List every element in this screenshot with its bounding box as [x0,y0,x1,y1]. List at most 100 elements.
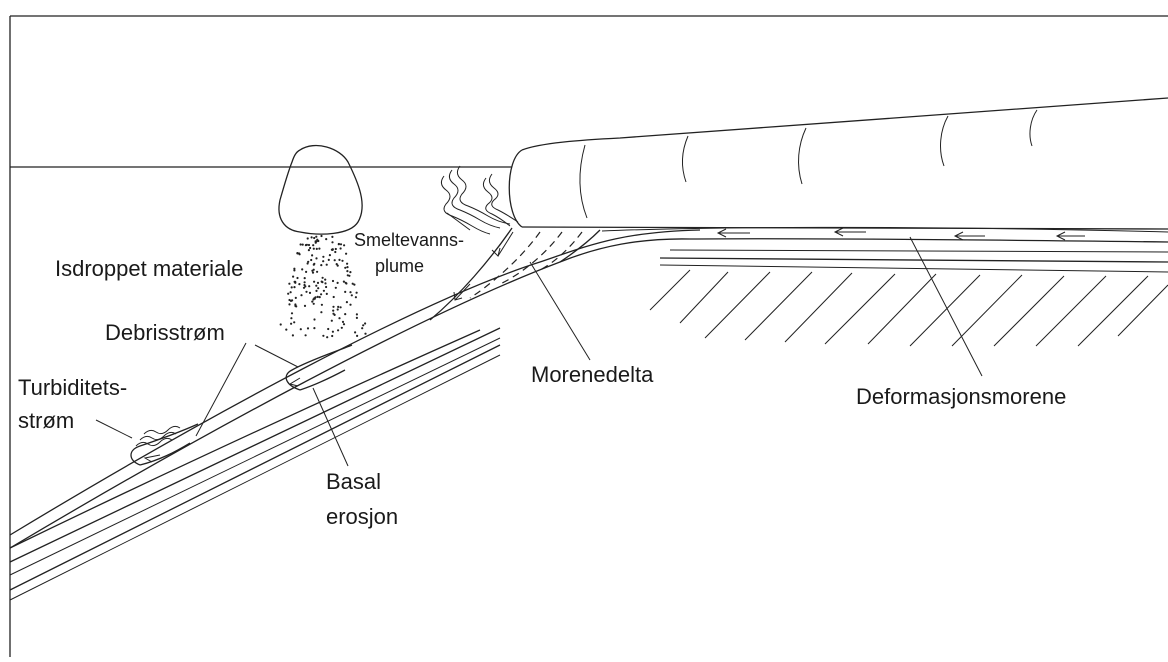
debris-dot [313,318,315,320]
debris-dot [325,238,327,240]
debris-dot [322,260,324,262]
debris-dot [312,272,314,274]
debris-dot [291,312,293,314]
debris-dot [361,327,363,329]
debris-dot [331,241,333,243]
debris-dot [337,329,339,331]
debris-dot [331,320,333,322]
debris-dot [300,243,302,245]
debris-dot [307,237,309,239]
debris-dot [355,296,357,298]
debris-dot [332,313,334,315]
debris-dot [356,313,358,315]
debris-dot [311,254,313,256]
debris-dot [307,261,309,263]
debris-dot [362,324,364,326]
debris-dot [293,269,295,271]
debris-dot [321,304,323,306]
debris-dot [337,282,339,284]
debris-dot [328,259,330,261]
label-basal-erosion-1: Basal [326,469,381,494]
debris-dot [324,279,326,281]
debris-dot [347,274,349,276]
labels: Isdroppet materiale Smeltevanns- plume D… [18,230,1066,529]
debris-dot [295,297,297,299]
label-deformation-moraine: Deformasjonsmorene [856,384,1066,409]
debris-dot [293,286,295,288]
debris-dot [315,257,317,259]
debris-dot [288,303,290,305]
debris-dot [333,296,335,298]
debris-dot [294,281,296,283]
label-turbidity-current-1: Turbiditets- [18,375,127,400]
debris-dot [319,296,321,298]
debris-dot [320,293,322,295]
label-moraine-delta: Morenedelta [531,362,654,387]
debris-dot [301,268,303,270]
debris-dot [316,248,318,250]
debris-dot [296,252,298,254]
debris-dot [356,335,358,337]
debris-dot [304,305,306,307]
debris-dot [364,333,366,335]
debris-dot [331,249,333,251]
debris-dot [304,277,306,279]
debris-dot [317,287,319,289]
debris-dot [321,281,323,283]
debris-dot [340,243,342,245]
debris-dot [335,287,337,289]
debris-dot [320,235,322,237]
debris-dot [315,290,317,292]
debris-dot [292,276,294,278]
debris-dot [313,248,315,250]
debris-dot [308,244,310,246]
debris-dot [313,237,315,239]
debris-dot [310,259,312,261]
debris-dot [343,323,345,325]
debris-dot [337,306,339,308]
debris-dot [331,236,333,238]
debris-dot [298,283,300,285]
debris-dot [334,251,336,253]
debris-dot [353,284,355,286]
debris-dot [305,334,307,336]
debris-dot [300,328,302,330]
debris-dot [317,296,319,298]
debris-dot [341,260,343,262]
debris-dot [344,313,346,315]
label-ice-rafted-material: Isdroppet materiale [55,256,243,281]
debris-dot [346,263,348,265]
debris-dot [304,285,306,287]
deformation-till-layers [602,227,1168,272]
debris-dot [315,285,317,287]
debris-dot [287,293,289,295]
debris-dot [313,303,315,305]
debris-dot [334,259,336,261]
debris-dot [309,247,311,249]
debris-dot [326,336,328,338]
debris-dot [311,236,313,238]
debris-dot [313,281,315,283]
debris-dot [322,277,324,279]
debris-dot [356,292,358,294]
label-turbidity-current-2: strøm [18,408,74,433]
debris-dot [322,335,324,337]
debris-dot [316,271,318,273]
debris-dot [305,244,307,246]
debris-dot [293,321,295,323]
debris-dot [335,248,337,250]
debris-dot [344,267,346,269]
debris-dot [349,304,351,306]
debris-dot [332,331,334,333]
debris-dot [340,247,342,249]
debris-dot [325,286,327,288]
label-debris-flow: Debrisstrøm [105,320,225,345]
debris-dot [349,291,351,293]
debris-dot [291,286,293,288]
debris-dot [313,264,315,266]
debris-dot [280,323,282,325]
debris-dot [337,308,339,310]
debris-dot [309,292,311,294]
